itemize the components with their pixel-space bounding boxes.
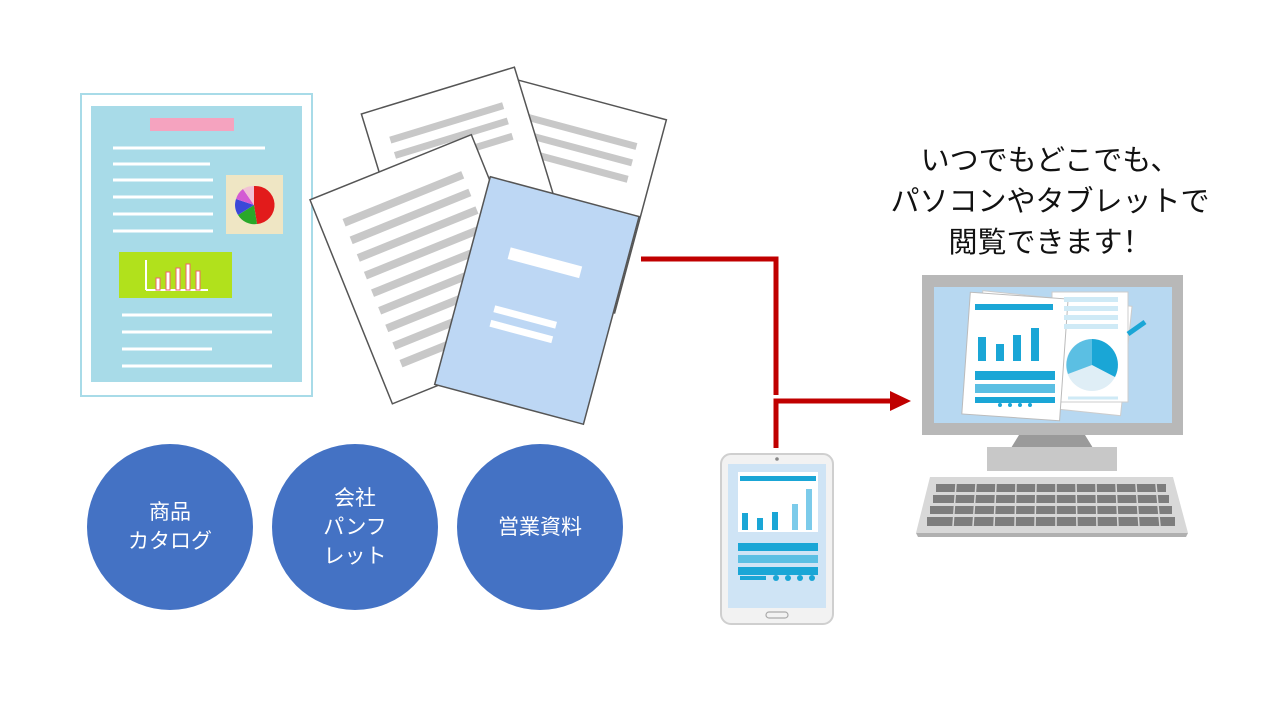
circle-product-catalog: 商品 カタログ — [87, 444, 253, 610]
circle-company-brochure: 会社 パンフ レット — [272, 444, 438, 610]
paper-stack-icon — [309, 66, 668, 426]
tablet-icon — [720, 453, 834, 625]
circle-sales-materials: 営業資料 — [457, 444, 623, 610]
catalog-document-icon — [80, 93, 313, 397]
connector-arrow — [641, 256, 911, 448]
keyboard-icon — [916, 477, 1188, 537]
desktop-computer-icon — [922, 275, 1183, 471]
headline: いつでもどこでも、 パソコンやタブレットで 閲覧できます！ — [860, 140, 1240, 263]
headline-line-1: いつでもどこでも、 — [920, 143, 1180, 177]
circle-label: 商品 カタログ — [128, 500, 212, 553]
headline-line-2: パソコンやタブレットで — [890, 184, 1210, 218]
circle-label: 会社 パンフ レット — [323, 485, 387, 568]
circle-label: 営業資料 — [498, 514, 582, 539]
headline-line-3: 閲覧できます！ — [948, 225, 1152, 259]
